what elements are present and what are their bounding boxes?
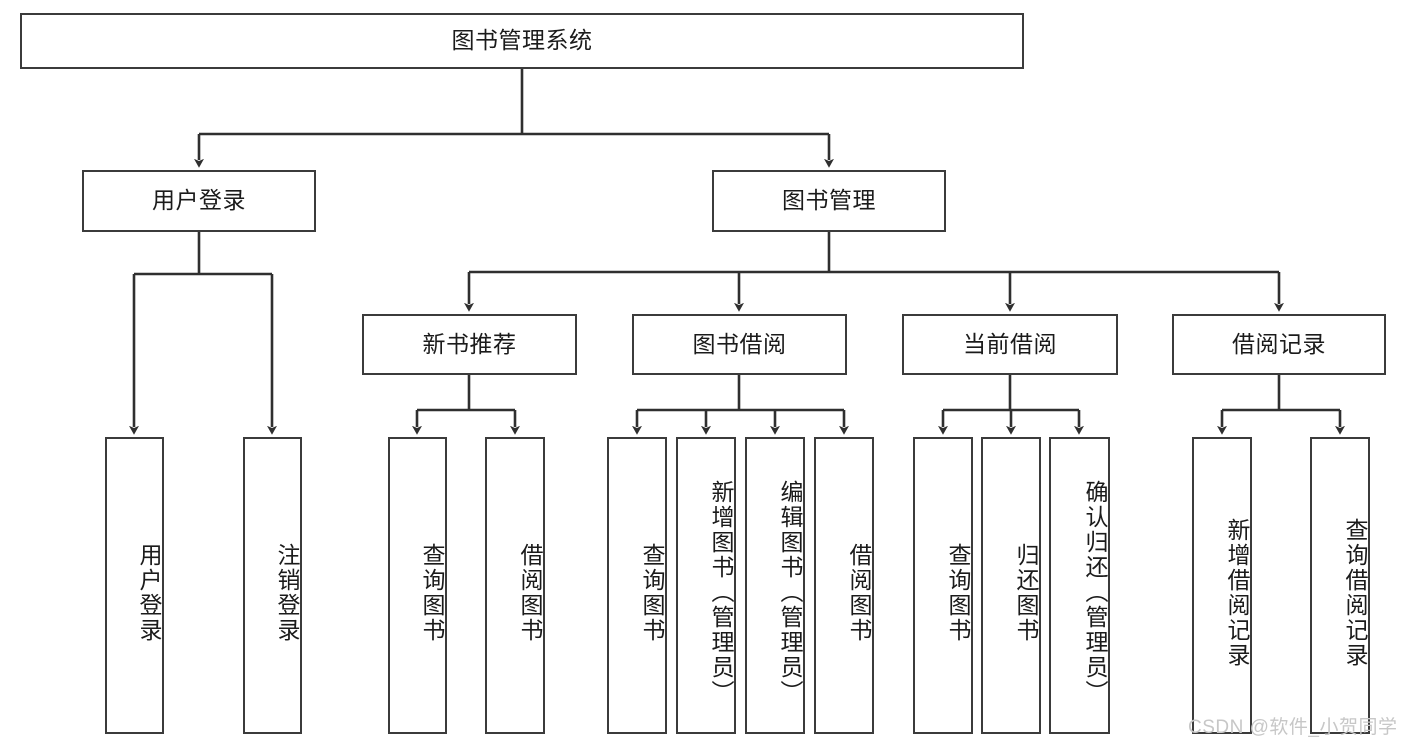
node-label: 当前借阅 [963, 330, 1057, 357]
leaf-add-book-admin[interactable]: 新增图书（管理员） [676, 437, 736, 734]
node-new-book-recommend[interactable]: 新书推荐 [362, 314, 577, 375]
node-label: 编辑图书（管理员） [777, 480, 803, 705]
node-book-borrow[interactable]: 图书借阅 [632, 314, 847, 375]
leaf-borrow-book-nbr[interactable]: 借阅图书 [485, 437, 545, 734]
node-borrow-record[interactable]: 借阅记录 [1172, 314, 1386, 375]
leaf-user-login[interactable]: 用户登录 [105, 437, 164, 734]
node-label: 图书管理系统 [451, 27, 593, 54]
node-label: 图书管理 [782, 187, 876, 214]
leaf-query-borrow-record[interactable]: 查询借阅记录 [1310, 437, 1370, 734]
node-label: 借阅记录 [1232, 330, 1326, 357]
node-label: 查询借阅记录 [1342, 517, 1368, 668]
node-label: 借阅图书 [846, 542, 872, 643]
node-label: 查询图书 [945, 542, 971, 643]
leaf-return-book[interactable]: 归还图书 [981, 437, 1041, 734]
leaf-edit-book-admin[interactable]: 编辑图书（管理员） [745, 437, 805, 734]
node-label: 用户登录 [136, 542, 162, 643]
node-label: 注销登录 [274, 542, 300, 643]
leaf-add-borrow-record[interactable]: 新增借阅记录 [1192, 437, 1252, 734]
node-label: 查询图书 [639, 542, 665, 643]
leaf-query-book-bb[interactable]: 查询图书 [607, 437, 667, 734]
csdn-watermark: CSDN @软件_小贺同学 [1188, 717, 1398, 738]
node-user-login[interactable]: 用户登录 [82, 170, 316, 232]
node-label: 用户登录 [152, 187, 246, 214]
node-label: 图书借阅 [692, 330, 787, 357]
node-label: 新增图书（管理员） [708, 480, 734, 705]
node-label: 借阅图书 [517, 542, 543, 643]
node-book-management[interactable]: 图书管理 [712, 170, 946, 232]
node-label: 新增借阅记录 [1224, 517, 1250, 668]
leaf-confirm-return-admin[interactable]: 确认归还（管理员） [1049, 437, 1110, 734]
leaf-user-logout[interactable]: 注销登录 [243, 437, 302, 734]
leaf-query-book-cb[interactable]: 查询图书 [913, 437, 973, 734]
leaf-query-book-nbr[interactable]: 查询图书 [388, 437, 447, 734]
leaf-borrow-book-bb[interactable]: 借阅图书 [814, 437, 874, 734]
node-label: 确认归还（管理员） [1082, 480, 1108, 705]
node-root-library-system[interactable]: 图书管理系统 [20, 13, 1024, 69]
node-label: 查询图书 [419, 542, 445, 643]
node-label: 新书推荐 [422, 330, 517, 357]
node-label: 归还图书 [1013, 542, 1039, 643]
node-current-borrow[interactable]: 当前借阅 [902, 314, 1118, 375]
